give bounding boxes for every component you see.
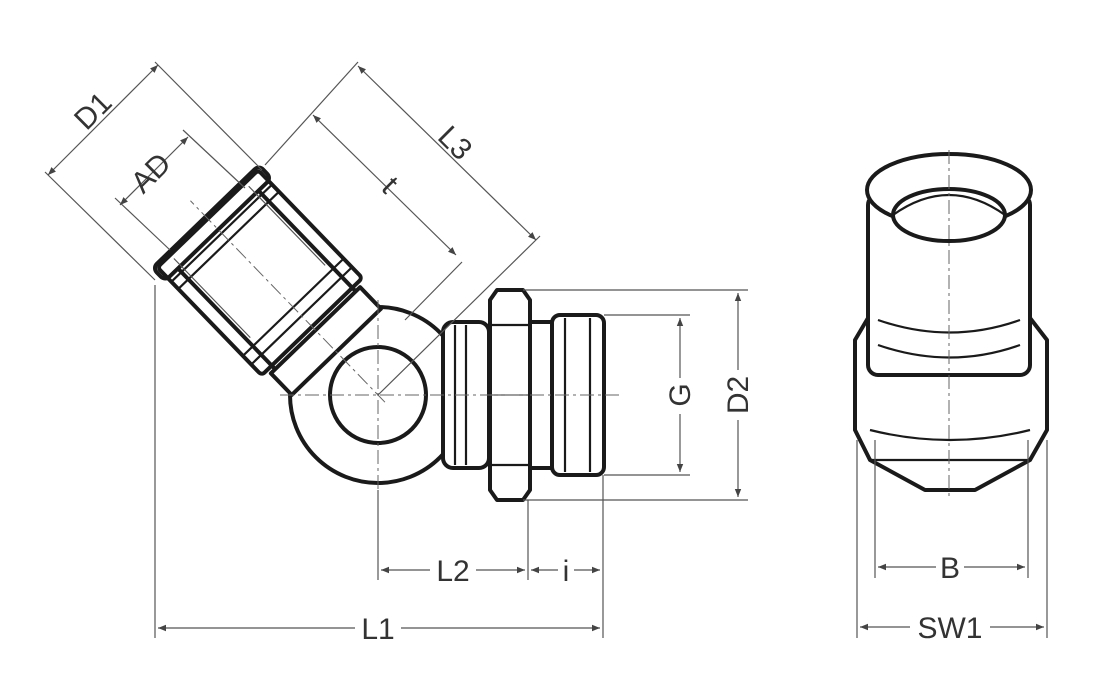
label-l1: L1 [361,613,394,646]
label-g: G [664,383,697,406]
dimension-d2: D2 [523,289,755,501]
dimension-l2: L2 [154,285,604,638]
label-i: i [563,555,570,588]
label-d2: D2 [722,376,755,414]
dimension-b: B [874,440,1029,585]
angled-tube [152,165,386,403]
label-l2: L2 [436,555,469,588]
side-view [152,165,620,502]
dimension-i: i [531,553,600,588]
dimension-g: G [604,314,697,476]
label-sw1: SW1 [917,612,982,645]
label-d1: D1 [68,86,118,136]
label-t: t [375,171,405,201]
label-l3: L3 [431,120,478,167]
dimension-l1: L1 [158,611,600,646]
outlet-thread [528,313,606,477]
label-b: B [940,552,960,585]
end-view [853,150,1049,500]
dimension-sw1: SW1 [856,440,1048,645]
